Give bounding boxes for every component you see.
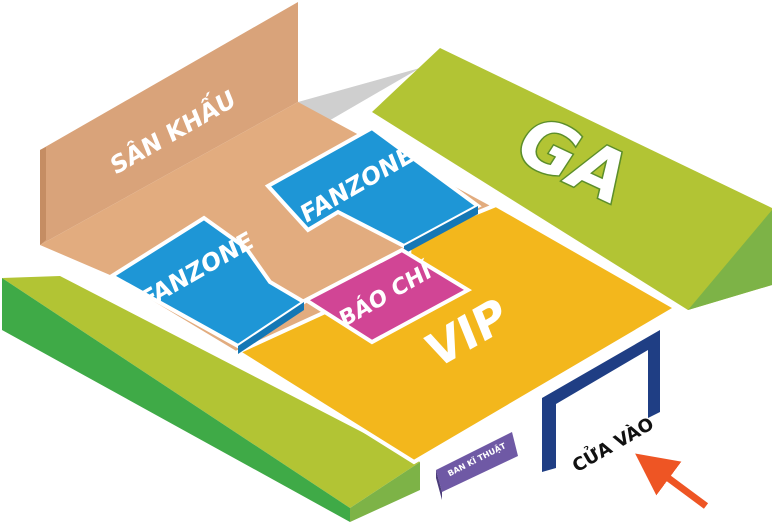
ga-right-zone: GA	[372, 48, 772, 310]
fanzone-top-zone: FANZONE	[264, 125, 482, 254]
arrow-up-left-icon	[635, 453, 709, 509]
ga-left-zone	[2, 276, 420, 522]
entrance-label: CỬA VÀO	[567, 411, 657, 477]
stage-zone: SÂN KHẤU	[40, 2, 420, 245]
